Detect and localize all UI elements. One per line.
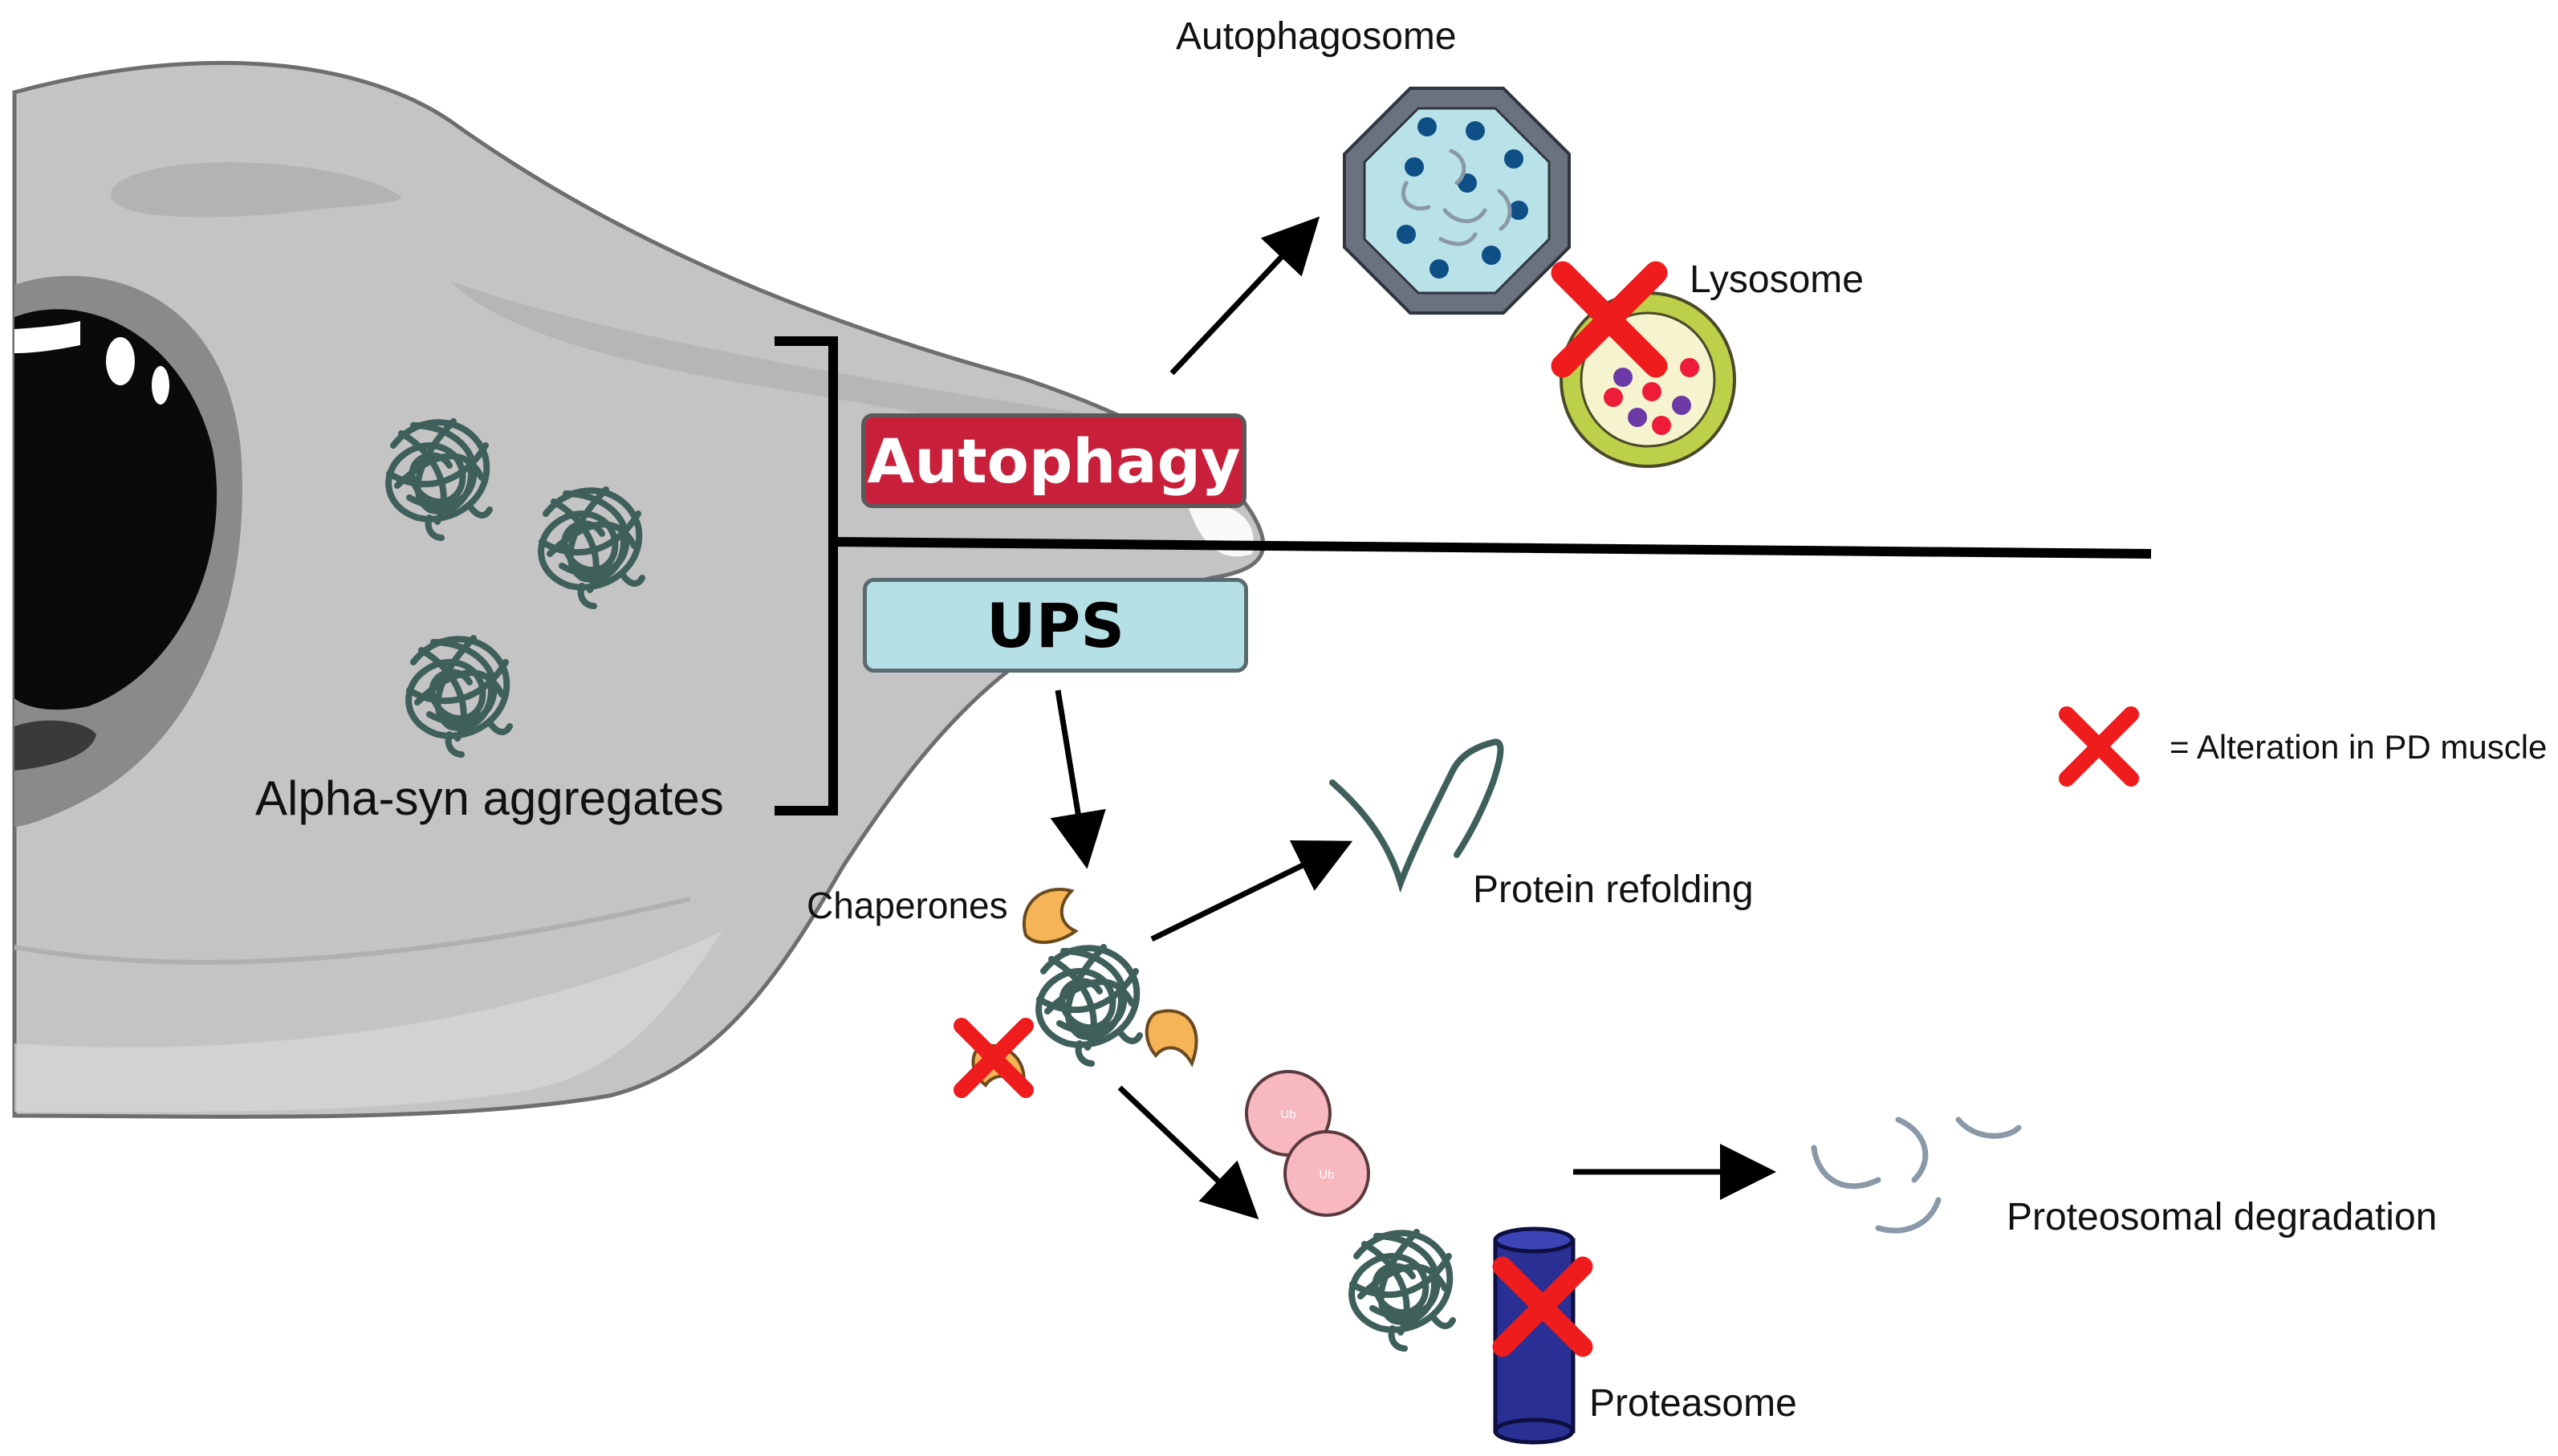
nucleus: [14, 275, 242, 827]
chaperone-icon: [1145, 1009, 1198, 1068]
autophagy-pathway-box: Autophagy: [861, 413, 1246, 508]
arrow-to-chaperones: [1050, 689, 1106, 869]
arrow-to-autophagosome: [1169, 216, 1320, 376]
autophagy-label: Autophagy: [867, 425, 1241, 497]
cell-body: [12, 60, 1266, 1119]
autophagosome-icon: [1343, 87, 1571, 315]
lysosome-label: Lysosome: [1690, 258, 1864, 301]
bracket: [775, 336, 838, 815]
aggregate-icon: [1039, 947, 1140, 1064]
ubiquitin-label: Ub: [1280, 1108, 1295, 1121]
aggregate-icon: [1352, 1232, 1453, 1348]
chaperone-icon: [1023, 888, 1079, 945]
legend-label: = Alteration in PD muscle: [2170, 728, 2548, 766]
degraded-fragments-icon: [1811, 1116, 2022, 1234]
proteosomal-degradation-label: Proteosomal degradation: [2007, 1196, 2438, 1238]
ubiquitin-icon: Ub: [1283, 1130, 1370, 1217]
protein-refolding-label: Protein refolding: [1473, 868, 1754, 911]
alpha-syn-label: Alpha-syn aggregates: [255, 771, 724, 825]
divider-line: [832, 537, 2152, 559]
autophagosome-label: Autophagosome: [1176, 15, 1457, 58]
lysosome-icon: [1560, 291, 1736, 468]
ups-label: UPS: [986, 589, 1125, 661]
ups-pathway-box: UPS: [863, 578, 1248, 673]
chaperones-label: Chaperones: [807, 885, 1008, 926]
arrow-to-proteasome: [1117, 1085, 1259, 1220]
arrow-to-refolding: [1150, 840, 1353, 942]
legend-alteration-x-icon: [2067, 714, 2131, 779]
refolded-protein-icon: [1329, 738, 1504, 893]
ubiquitin-label: Ub: [1319, 1168, 1334, 1181]
proteasome-label: Proteasome: [1589, 1382, 1797, 1425]
